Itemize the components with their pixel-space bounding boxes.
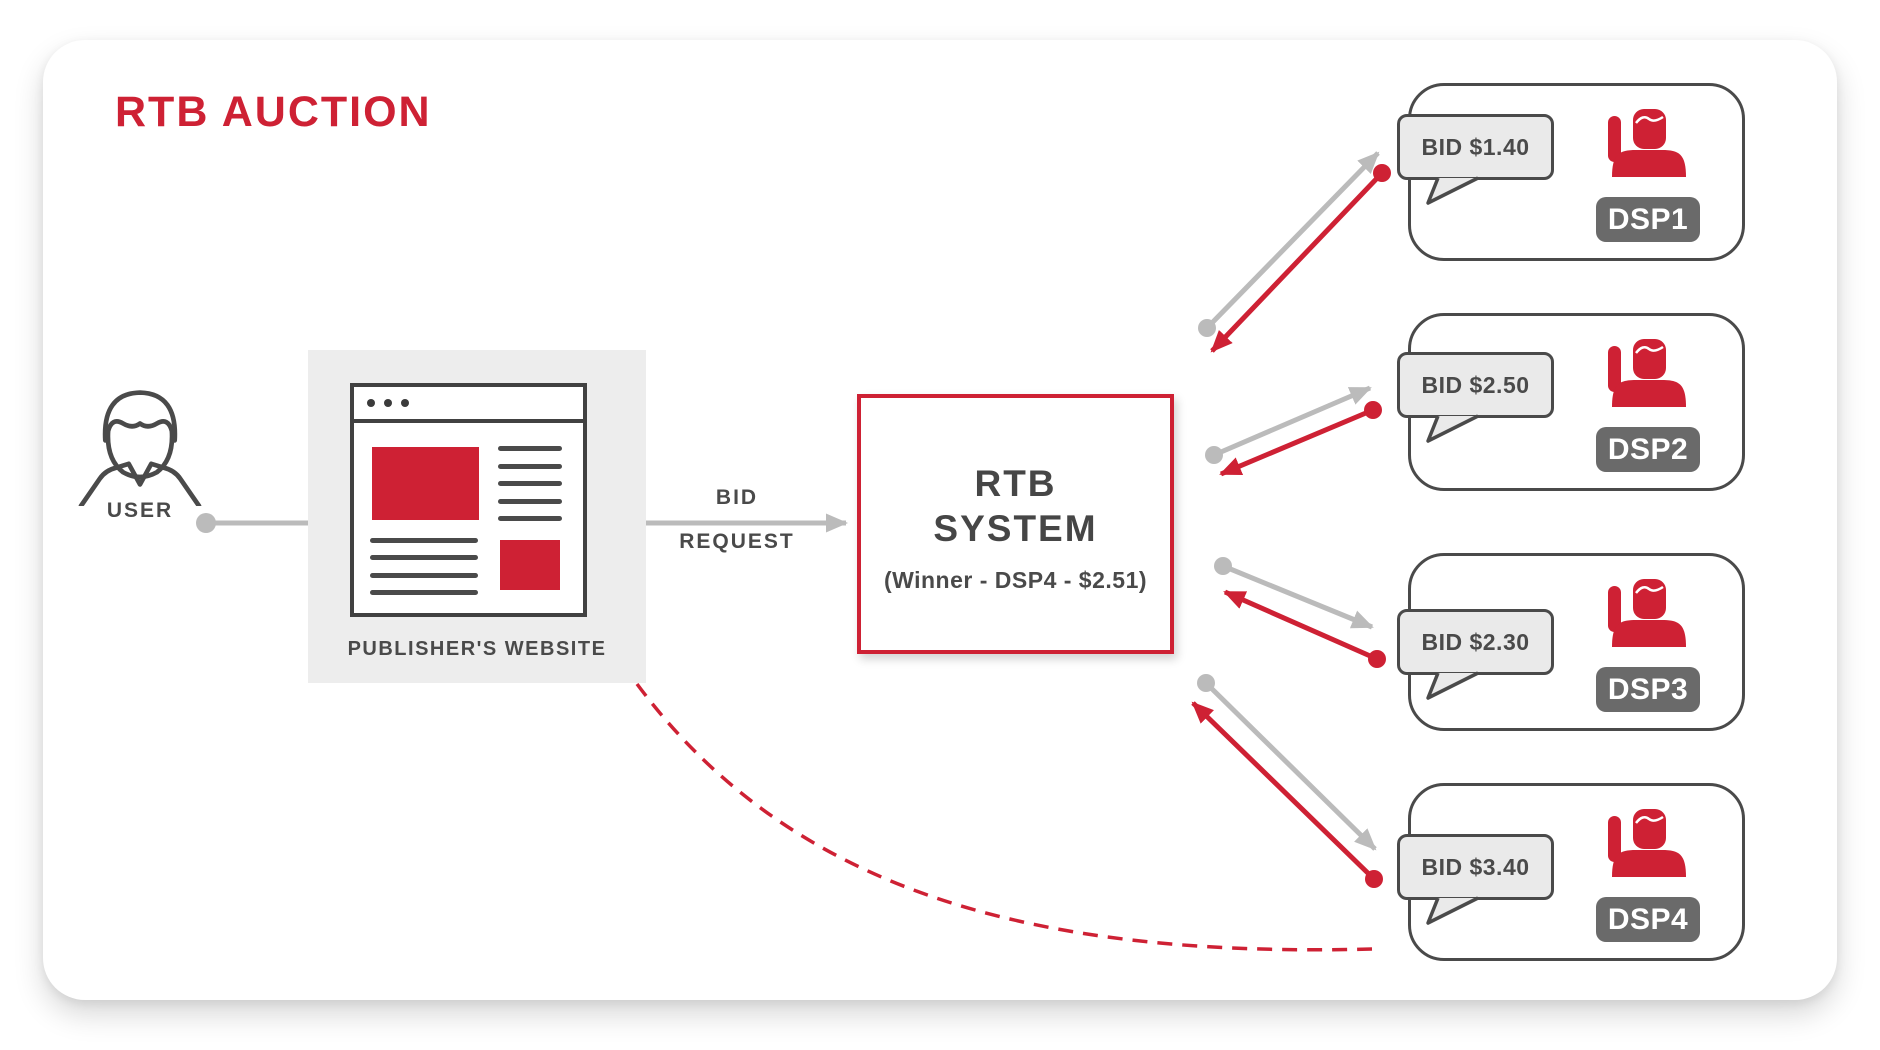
dsp1-card: BID $1.40 DSP1 <box>1397 83 1745 261</box>
browser-window-icon <box>350 383 587 617</box>
speech-bubble-tail <box>1426 176 1479 205</box>
dsp1-bid-bubble: BID $1.40 <box>1397 114 1554 205</box>
rtb-system-title-line2: SYSTEM <box>933 507 1098 549</box>
dsp1-bid-text: BID $1.40 <box>1421 133 1530 160</box>
browser-titlebar <box>354 387 583 423</box>
ad-slot-large <box>372 447 479 520</box>
dsp3-bid-text: BID $2.30 <box>1421 628 1530 655</box>
text-line <box>498 446 562 451</box>
publisher-website-label: PUBLISHER'S WEBSITE <box>347 638 607 660</box>
page-title: RTB AUCTION <box>115 88 432 136</box>
bid-request-label-line2: REQUEST <box>679 530 795 553</box>
text-line <box>370 538 478 543</box>
dsp4-badge: DSP4 <box>1596 897 1700 942</box>
text-line <box>370 590 478 595</box>
browser-dot-icon <box>367 399 375 407</box>
dsp4-bid-bubble: BID $3.40 <box>1397 834 1554 925</box>
speech-bubble-tail <box>1426 896 1479 925</box>
user-label: USER <box>106 499 174 522</box>
dsp1-badge: DSP1 <box>1596 197 1700 242</box>
dsp3-bid-bubble: BID $2.30 <box>1397 609 1554 700</box>
dsp2-bid-text: BID $2.50 <box>1421 371 1530 398</box>
speech-bubble-tail <box>1426 414 1479 443</box>
bidder-person-icon <box>1608 579 1686 647</box>
rtb-winner-note: (Winner - DSP4 - $2.51) <box>883 566 1148 593</box>
dsp2-badge: DSP2 <box>1596 427 1700 472</box>
dsp2-card: BID $2.50 DSP2 <box>1397 313 1745 491</box>
browser-dot-icon <box>401 399 409 407</box>
browser-page-content <box>354 423 583 613</box>
rtb-system-box: RTB SYSTEM (Winner - DSP4 - $2.51) <box>857 394 1174 654</box>
dsp2-bid-bubble: BID $2.50 <box>1397 352 1554 443</box>
text-line <box>498 464 562 469</box>
text-line <box>498 516 562 521</box>
bidder-person-icon <box>1608 339 1686 407</box>
dsp3-card: BID $2.30 DSP3 <box>1397 553 1745 731</box>
publisher-website-panel: PUBLISHER'S WEBSITE <box>308 350 646 683</box>
text-line <box>498 481 562 486</box>
user-person-icon <box>78 390 202 506</box>
ad-slot-small <box>500 540 560 590</box>
rtb-system-title-line1: RTB <box>974 463 1057 505</box>
bidder-person-icon <box>1608 109 1686 177</box>
bidder-person-icon <box>1608 809 1686 877</box>
text-line <box>370 555 478 560</box>
dsp4-bid-text: BID $3.40 <box>1421 853 1530 880</box>
dsp3-badge: DSP3 <box>1596 667 1700 712</box>
text-line <box>370 573 478 578</box>
text-line <box>498 499 562 504</box>
speech-bubble-tail <box>1426 671 1479 700</box>
browser-dot-icon <box>384 399 392 407</box>
dsp4-card: BID $3.40 DSP4 <box>1397 783 1745 961</box>
bid-request-label-line1: BID <box>715 486 759 509</box>
